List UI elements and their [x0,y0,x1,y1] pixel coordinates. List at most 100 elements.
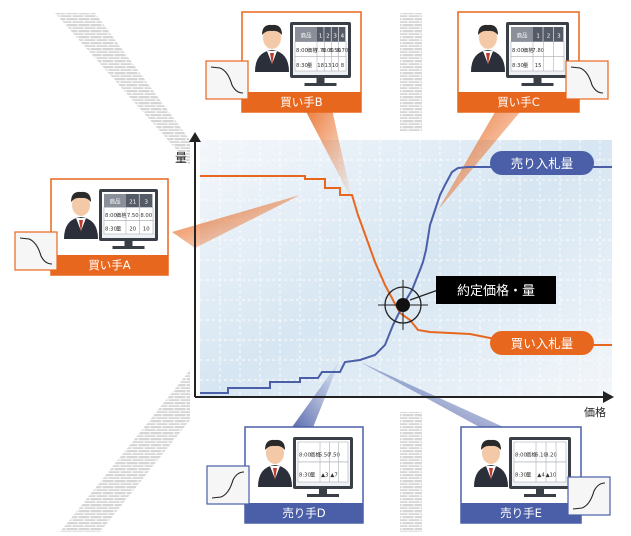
table-header-label: 商品 [109,198,121,206]
table-cell: 8.00 [140,213,152,219]
person-tie [270,53,274,65]
table-cell: 13 [325,63,332,69]
table-header-label: 商品 [516,32,528,40]
buyer-name: 買い手A [88,258,130,272]
buy-label: 買い入札量 [511,336,574,351]
x-axis-label: 価格 [584,405,606,419]
table-row-bg [513,461,567,483]
beam-buyer-a [172,195,300,248]
table-header-label: 2 [326,34,330,40]
beam-buyer-b [300,100,352,200]
person-tie [273,468,277,480]
line-labels: 売り入札量 買い入札量 [490,151,594,355]
equilibrium-leader [409,289,439,301]
table-row-bg [297,461,349,483]
person-face [479,27,497,49]
table-header-cell [295,27,317,42]
brick-wall-bottom-left [60,370,190,532]
monitor-neck [316,78,325,83]
axes: 量 価格 [175,132,614,419]
y-axis-label: 量 [175,151,187,165]
mini-chart-line [572,482,606,510]
table-header-label: 4 [341,34,345,40]
table-header-label: 2 [547,34,551,40]
monitor-neck [124,241,133,246]
table-time: 8:30 [515,472,528,478]
table-cell: 10 [332,63,339,69]
table-header-cell [533,27,543,42]
table-header-label: 3 [557,34,561,40]
table-type: 量 [307,62,313,69]
table-header-cell [553,27,564,42]
buyer-name: 買い手C [497,95,540,109]
table-cell: 10 [143,226,150,232]
table-header-cell [126,194,139,208]
monitor-base [521,83,554,86]
table-cell: 20 [129,226,136,232]
x-axis-arrow [603,391,614,403]
table-row-bg [103,220,154,235]
name-bar [461,503,581,523]
table-cell: 7.80 [532,48,544,54]
table-header-label: 3 [333,34,337,40]
person-tie [489,468,493,480]
table-type: 量 [310,471,316,478]
buy-bid-curve [200,175,612,346]
person-face [72,194,90,216]
table-type: 価格 [523,46,534,54]
person-hair [262,24,282,35]
table-time: 8:30 [512,63,525,69]
seller-name: 売り手E [500,506,542,520]
brick-walls [55,13,422,532]
table-type: 量 [523,62,529,69]
table-header-cell [338,27,346,42]
sell-bid-curve [200,166,612,394]
name-bar [51,255,168,275]
equilibrium-label: 約定価格・量 [457,283,535,299]
table-cell: 8.50 [329,48,341,54]
table-header-label: 商品 [300,32,312,40]
name-bar [242,92,361,112]
table-type: 価格 [310,450,321,458]
sell-label-box [490,151,594,175]
table-cell: 8.20 [545,452,557,458]
table-cell: ▲10 [546,472,557,478]
brick-wall-top-left [55,13,190,165]
table-type: 価格 [307,46,318,54]
table-time: 8:00 [512,48,525,54]
monitor-base [524,494,556,497]
table-time: 8:30 [299,472,312,478]
person-hair [478,24,498,35]
person-face [263,27,281,49]
table-cell: 8 [341,63,345,69]
buyer-name: 買い手B [280,95,322,109]
mini-chart-line [570,66,604,94]
person-tie [79,220,83,232]
table-cell: 7.50 [328,452,340,458]
person-hair [265,439,285,450]
table-header-cell [543,27,554,42]
table-time: 8:30 [296,63,309,69]
person-face [482,442,500,464]
table-header-label: 21 [129,200,136,206]
table-cell: 7.70 [315,48,327,54]
table-time: 8:00 [105,213,118,219]
mini-chart-line [210,66,244,94]
table-row-bg [510,56,565,72]
person-face [266,442,284,464]
name-bar [458,92,579,112]
table-header-label: 1 [319,34,323,40]
person-hair [71,191,91,202]
